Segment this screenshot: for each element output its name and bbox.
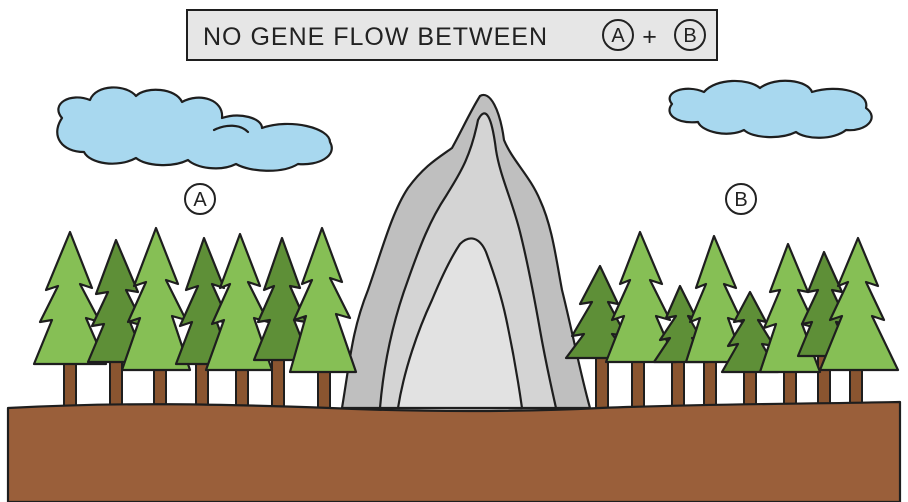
tree	[174, 236, 234, 366]
banner-circle-b	[674, 19, 706, 51]
region-circle-a	[184, 183, 216, 215]
banner-label-b: B	[683, 25, 696, 47]
tree	[32, 230, 108, 366]
tree	[684, 234, 746, 364]
ground	[6, 400, 902, 502]
region-letter-a: A	[193, 189, 207, 211]
tree	[604, 230, 678, 364]
tree	[204, 232, 274, 372]
tree	[564, 264, 632, 360]
tree	[288, 226, 358, 374]
banner-label-a: A	[611, 25, 625, 47]
region-letter-b: B	[734, 189, 747, 211]
forest-b	[564, 230, 900, 374]
mountain	[340, 93, 592, 410]
cloud-right	[668, 79, 873, 139]
banner-text: NO GENE FLOW BETWEEN	[203, 23, 548, 51]
region-label-b: B	[725, 183, 757, 215]
tree	[86, 238, 148, 364]
forest-a	[32, 226, 358, 374]
banner-box	[186, 9, 718, 61]
banner-plus: +	[642, 23, 658, 51]
region-circle-b	[725, 183, 757, 215]
banner-circle-a	[602, 19, 634, 51]
tree	[120, 226, 192, 372]
region-label-a: A	[184, 183, 216, 215]
banner: NO GENE FLOW BETWEEN A + B	[186, 9, 718, 61]
tree	[720, 290, 780, 374]
tree	[818, 236, 900, 372]
cloud-left	[56, 86, 333, 172]
tree	[252, 236, 312, 362]
